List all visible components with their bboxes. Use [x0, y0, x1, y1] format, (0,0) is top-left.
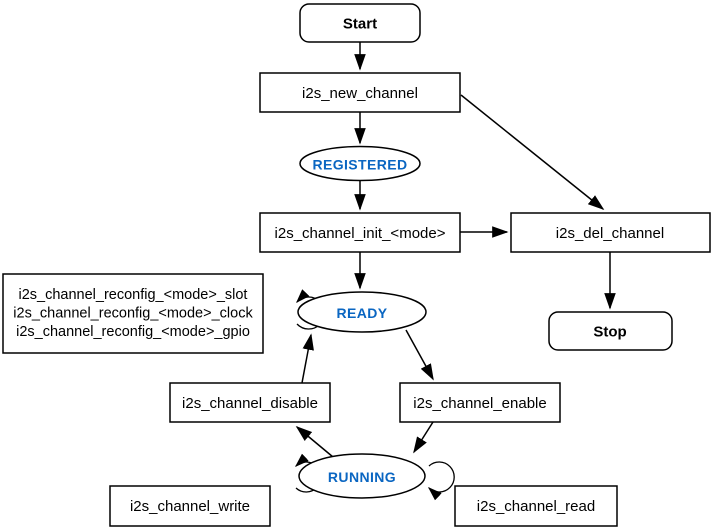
node-i2s-channel-read: i2s_channel_read [454, 485, 618, 527]
disable-label: i2s_channel_disable [182, 395, 318, 412]
node-i2s-new-channel: i2s_new_channel [259, 72, 461, 113]
edge-enable-to-running [413, 421, 434, 454]
node-i2s-channel-disable: i2s_channel_disable [169, 382, 331, 423]
state-ready: READY [297, 291, 427, 333]
node-i2s-channel-init: i2s_channel_init_<mode> [259, 212, 461, 253]
new-channel-label: i2s_new_channel [302, 85, 418, 102]
ready-label: READY [336, 305, 387, 321]
enable-label: i2s_channel_enable [413, 395, 546, 412]
edge-new-channel-to-del-channel [460, 94, 605, 211]
node-reconfig-functions: i2s_channel_reconfig_<mode>_slot i2s_cha… [2, 273, 264, 354]
read-label: i2s_channel_read [477, 498, 595, 515]
node-i2s-del-channel: i2s_del_channel [510, 212, 711, 253]
write-label: i2s_channel_write [130, 498, 250, 515]
edge-ready-to-enable [405, 329, 434, 381]
state-running: RUNNING [298, 453, 426, 499]
node-i2s-channel-write: i2s_channel_write [109, 485, 271, 527]
running-label: RUNNING [328, 469, 396, 485]
reconfig-line-slot: i2s_channel_reconfig_<mode>_slot [19, 287, 248, 303]
node-i2s-channel-enable: i2s_channel_enable [399, 382, 561, 423]
edge-running-self-loop-read [427, 461, 455, 501]
reconfig-line-clock: i2s_channel_reconfig_<mode>_clock [13, 306, 253, 322]
node-start: Start [299, 3, 421, 43]
del-channel-label: i2s_del_channel [556, 225, 664, 242]
state-registered: REGISTERED [299, 145, 421, 182]
reconfig-line-gpio: i2s_channel_reconfig_<mode>_gpio [16, 324, 250, 340]
start-label: Start [343, 16, 377, 33]
node-stop: Stop [548, 311, 673, 351]
stop-label: Stop [593, 324, 626, 341]
registered-label: REGISTERED [312, 157, 407, 173]
edge-running-to-disable [295, 425, 334, 458]
edge-disable-to-ready [301, 333, 314, 384]
init-label: i2s_channel_init_<mode> [275, 225, 446, 242]
